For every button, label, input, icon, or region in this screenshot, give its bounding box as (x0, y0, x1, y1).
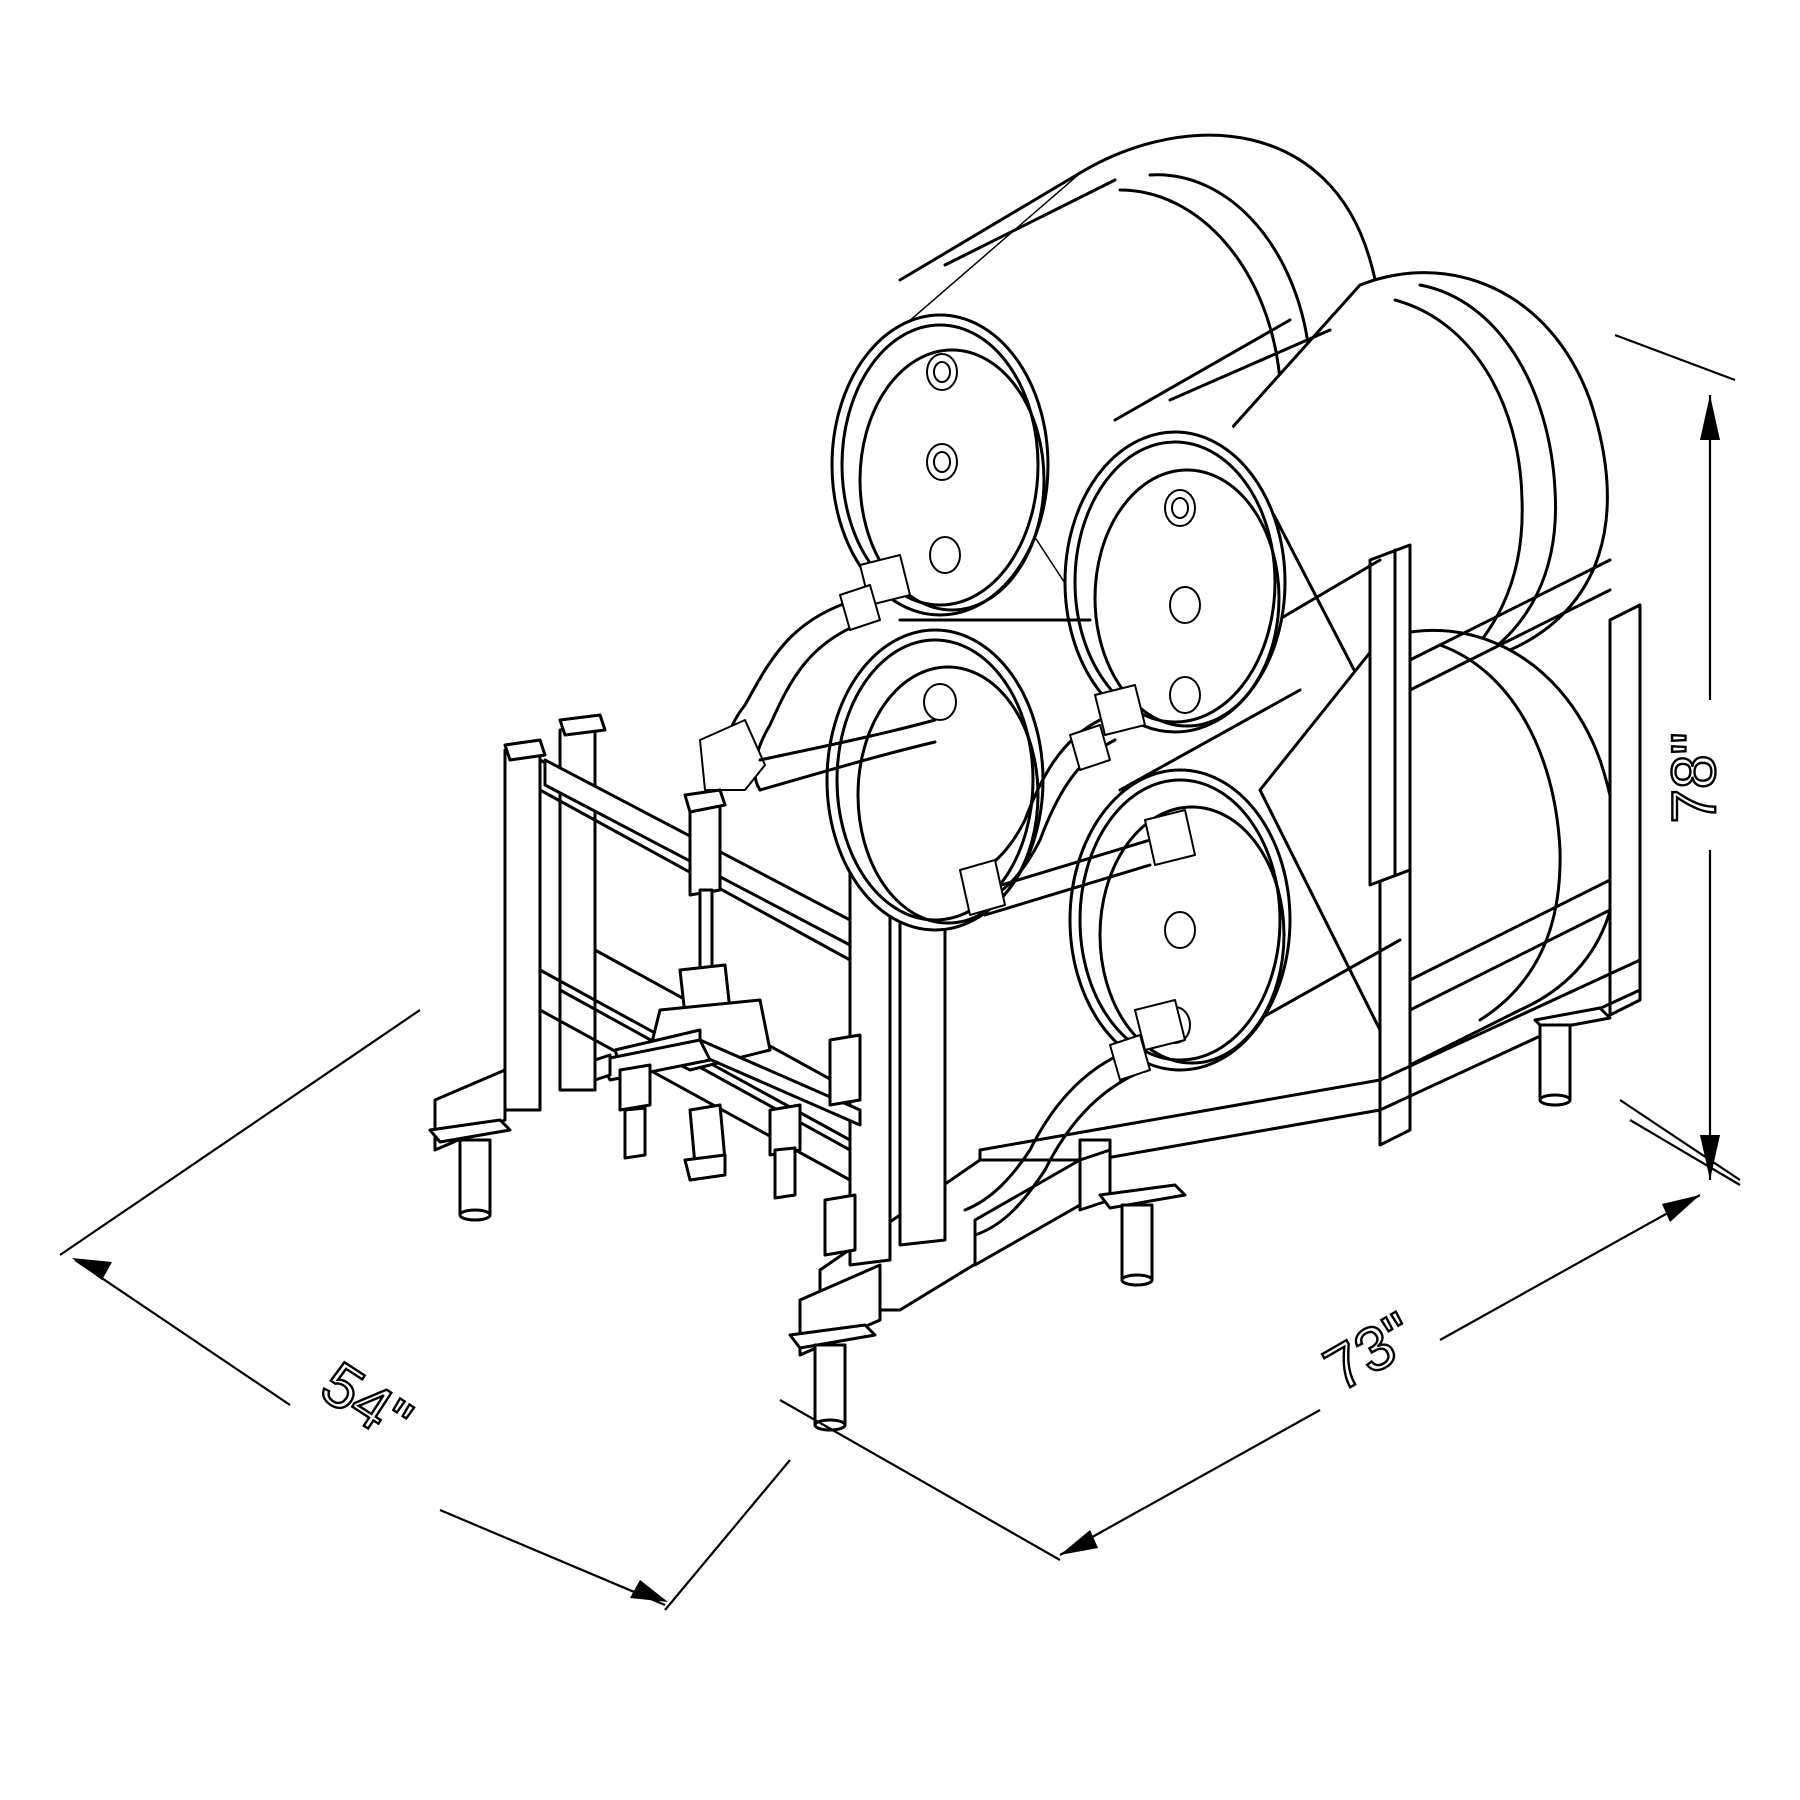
pump-manifold (593, 788, 862, 1257)
dimension-depth (59, 1009, 791, 1611)
dimension-height (1614, 333, 1741, 1186)
barrel-bottom-right-back (1258, 628, 1619, 1072)
hose-middle (758, 718, 937, 792)
barrel-top-right (1063, 318, 1382, 734)
leveling-foot-left (428, 1068, 512, 1222)
width-dimension-label: 73" (1313, 1300, 1426, 1405)
dimension-width (779, 1099, 1741, 1561)
hose-bottom (963, 999, 1186, 1237)
leveling-foot-front (788, 1263, 882, 1432)
height-dimension-label: 78" (1660, 733, 1729, 824)
hose-bottom-right (959, 809, 1196, 917)
leveling-foot-right (1533, 1006, 1612, 1107)
barrel-middle-left (825, 618, 1092, 932)
leveling-foot-middle (1098, 1183, 1187, 1287)
hose-top-left (699, 554, 911, 792)
depth-dimension-label: 54" (309, 1349, 423, 1456)
